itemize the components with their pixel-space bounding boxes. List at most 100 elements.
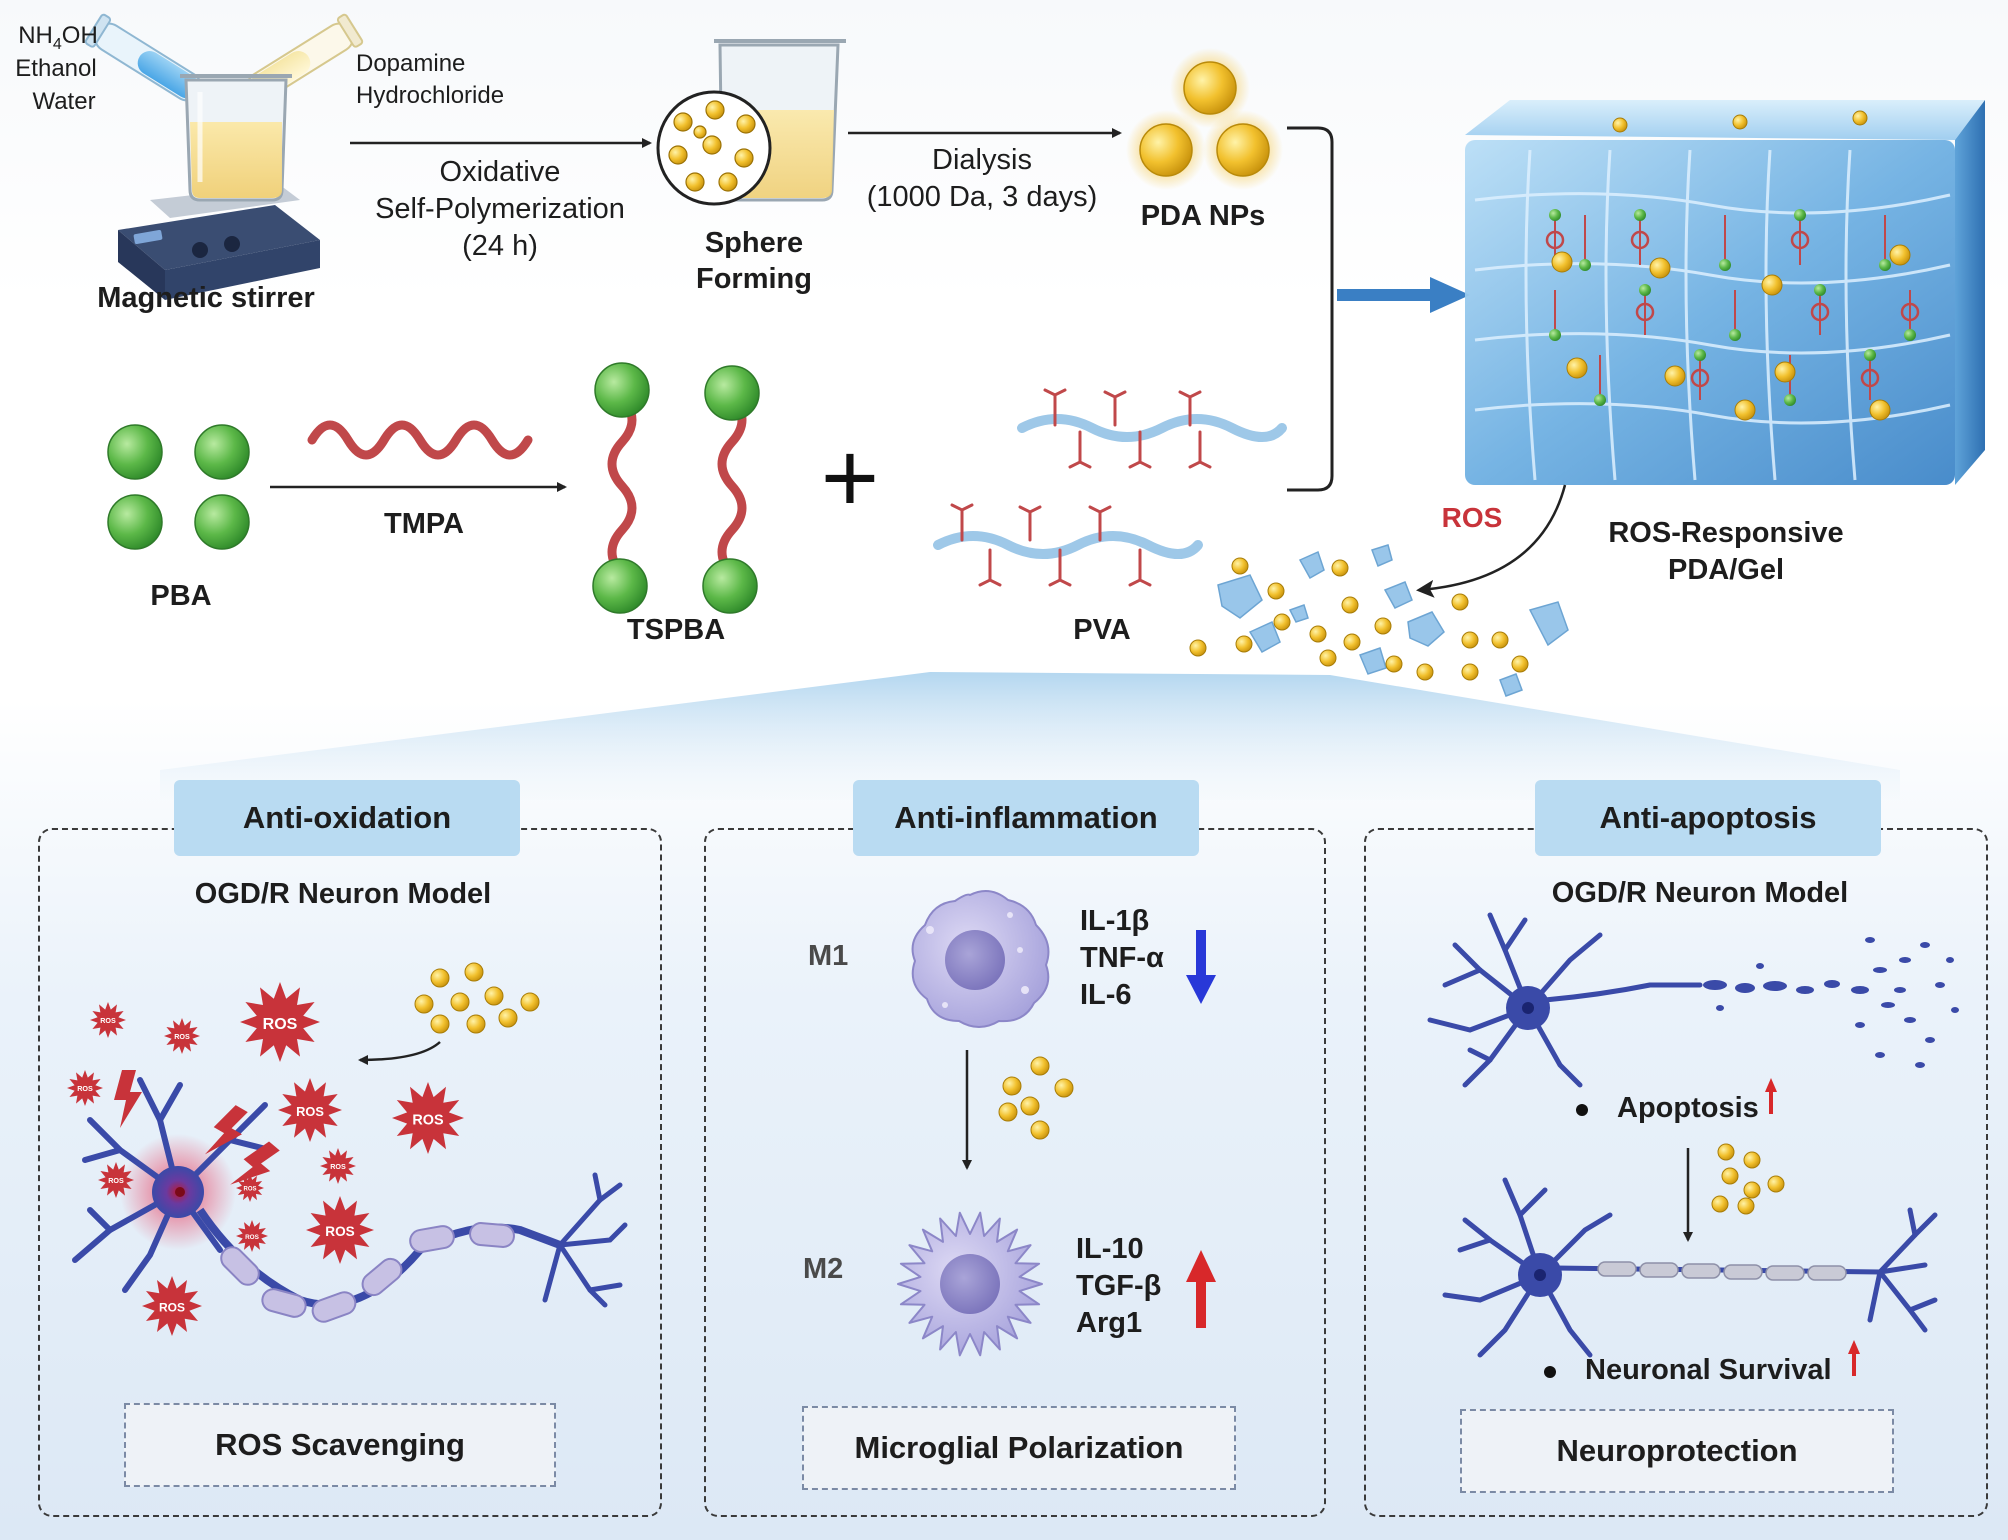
dopamine-label-line1: Dopamine: [356, 50, 466, 77]
hydrogel-title-line2: PDA/Gel: [1667, 554, 1785, 586]
up-arrow-survival: [1848, 1340, 1860, 1376]
surviving-neuron: [1442, 1177, 1938, 1358]
ros-burst: [98, 1162, 134, 1198]
pba-label: PBA: [150, 580, 212, 612]
ros-burst-label: ROS: [412, 1112, 444, 1128]
m2-nucleus: [940, 1254, 1000, 1314]
sphere-forming-beaker: [656, 39, 846, 206]
ros-burst: [306, 1196, 374, 1264]
ros-burst: [392, 1082, 464, 1154]
released-fragments: [1217, 544, 1569, 697]
apoptotic-neuron: [1427, 912, 1959, 1088]
ros-bursts: ROS ROS ROS ROS ROS ROS ROS ROS ROS ROS ROS ROS: [67, 982, 464, 1336]
dialysis-label-line1: Dialysis: [932, 144, 1032, 176]
ros-burst-label: ROS: [100, 1016, 116, 1025]
dopamine-label-line2: Hydrochloride: [356, 82, 505, 109]
reagent-label-ethanol: Ethanol: [15, 55, 97, 82]
combine-bracket: [1287, 126, 1334, 492]
ros-trigger-label: ROS: [1441, 502, 1503, 533]
m2-marker-arg1: Arg1: [1076, 1307, 1143, 1339]
tab-anti-oxidation: Anti-oxidation: [174, 780, 520, 856]
reagent-label-nh4oh: NH4OH: [18, 22, 98, 53]
ros-burst: [164, 1018, 200, 1054]
np-cluster-panel3: [1711, 1143, 1785, 1215]
ros-degradation-arrow: [1416, 484, 1567, 598]
lightning-bolts: [114, 1070, 280, 1185]
m1-marker-il6: IL-6: [1080, 979, 1132, 1011]
tmpa-chain: [307, 420, 533, 460]
ros-burst: [240, 982, 320, 1062]
m1-microglia: [911, 890, 1050, 1028]
ros-burst-label: ROS: [159, 1300, 185, 1314]
pba-spheres: [107, 424, 250, 550]
bullet-survival: [1544, 1366, 1556, 1378]
m2-microglia: [897, 1211, 1043, 1357]
arrow-to-hydrogel: [1337, 277, 1470, 313]
ros-burst-label: ROS: [77, 1084, 93, 1093]
hydrogel-title-line1: ROS-Responsive: [1608, 517, 1844, 549]
step1-label-line1: Oxidative: [439, 156, 561, 188]
ros-burst: [320, 1148, 356, 1184]
nh4oh-test-tube: [84, 13, 203, 102]
pda-nps-label: PDA NPs: [1140, 200, 1266, 232]
plus-sign: +: [821, 422, 879, 534]
tab-anti-apoptosis: Anti-apoptosis: [1535, 780, 1881, 856]
step1-label-line2: Self-Polymerization: [375, 193, 625, 225]
tmpa-label: TMPA: [383, 508, 465, 540]
footer-microglial-polarization: Microglial Polarization: [802, 1406, 1236, 1490]
spotlight-beam: [160, 672, 1900, 800]
step1-label-line3: (24 h): [462, 230, 538, 262]
reagent-label-water: Water: [32, 88, 96, 115]
ros-burst: [236, 1220, 268, 1252]
ros-burst-label: ROS: [330, 1162, 346, 1171]
pda-nanoparticles: [1126, 48, 1283, 190]
panel3-subtitle: OGD/R Neuron Model: [1551, 877, 1849, 909]
up-arrow-apoptosis: [1765, 1078, 1777, 1114]
m1-label: M1: [808, 940, 849, 972]
m2-label: M2: [803, 1253, 844, 1285]
down-arrow-m1: [1186, 930, 1216, 1004]
m1-marker-il1b: IL-1β: [1080, 905, 1150, 937]
tspba-molecules: [592, 362, 760, 614]
ros-burst: [278, 1078, 342, 1142]
neuronal-survival-label: Neuronal Survival: [1585, 1354, 1832, 1386]
np-cluster-panel1: [414, 962, 540, 1034]
np-cluster-panel2: [998, 1056, 1074, 1140]
pva-chains: [933, 388, 1287, 587]
damaged-neuron: [72, 1077, 628, 1323]
m2-marker-il10: IL-10: [1076, 1233, 1144, 1265]
ros-burst: [90, 1002, 126, 1038]
apoptosis-label: Apoptosis: [1617, 1092, 1759, 1124]
ros-burst-label: ROS: [325, 1224, 354, 1239]
hydrogel-cube: [1465, 100, 1985, 485]
tspba-label: TSPBA: [626, 614, 726, 646]
sphere-forming-label-line1: Sphere: [704, 227, 804, 259]
ros-burst-label: ROS: [263, 1016, 298, 1033]
sphere-forming-label-line2: Forming: [696, 263, 812, 295]
released-nanoparticles: [1189, 557, 1529, 681]
dialysis-label-line2: (1000 Da, 3 days): [866, 181, 1098, 213]
pva-label: PVA: [1073, 614, 1131, 646]
ros-burst-label: ROS: [245, 1234, 260, 1241]
ros-burst: [236, 1174, 264, 1202]
ros-burst-label: ROS: [243, 1187, 256, 1193]
footer-neuroprotection: Neuroprotection: [1460, 1409, 1894, 1493]
footer-ros-scavenging: ROS Scavenging: [124, 1403, 556, 1487]
magnetic-stirrer-label: Magnetic stirrer: [97, 282, 315, 314]
ros-burst: [142, 1276, 202, 1336]
ros-burst-label: ROS: [174, 1032, 190, 1041]
arrow-np-to-ros: [358, 1041, 441, 1065]
up-arrow-m2: [1186, 1250, 1216, 1328]
m2-marker-tgfb: TGF-β: [1076, 1270, 1162, 1302]
tab-anti-inflammation: Anti-inflammation: [853, 780, 1199, 856]
m1-marker-tnfa: TNF-α: [1080, 942, 1164, 974]
ros-burst-label: ROS: [108, 1176, 124, 1185]
ros-burst: [67, 1070, 103, 1106]
forming-spheres: [668, 100, 756, 192]
ros-burst-label: ROS: [296, 1104, 324, 1119]
bullet-apoptosis: [1576, 1104, 1588, 1116]
panel1-subtitle: OGD/R Neuron Model: [194, 878, 492, 910]
magnetic-stirrer-device: [118, 74, 320, 300]
